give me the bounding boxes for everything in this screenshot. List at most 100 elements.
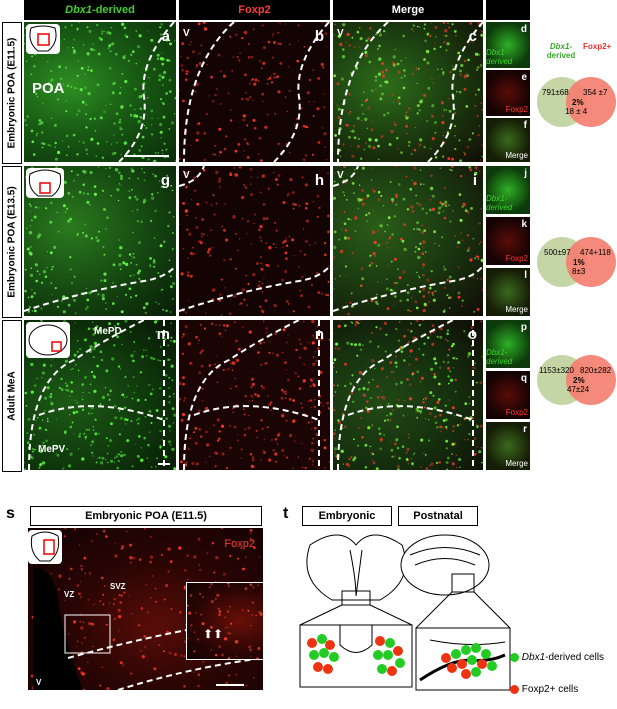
row-label-e135: Embryonic POA (E13.5)	[2, 166, 22, 318]
dbx1-cell	[383, 650, 393, 660]
panel-s-inset: ⬆⬆	[186, 582, 264, 660]
panel-a-dbx1: POA a	[24, 22, 176, 162]
thumb-letter-k: k	[521, 219, 527, 230]
legend-dbx1-text: -derived cells	[545, 652, 605, 663]
dbx1-cell	[471, 643, 481, 653]
panel-b-foxp2: b V	[179, 22, 330, 162]
dbx1-cell	[309, 650, 319, 660]
brain-thumbnail	[26, 168, 64, 198]
thumb-label-q: Foxp2	[505, 408, 528, 417]
thumb-letter-r: r	[523, 424, 527, 435]
ventricle-label: V	[183, 170, 190, 181]
foxp2-cell	[323, 664, 333, 674]
venn-legend-foxp2: Foxp2+	[583, 42, 612, 51]
venn-legend-dbx1: Dbx1-derived	[544, 42, 578, 60]
foxp2-cell	[387, 666, 397, 676]
header-dbx1-italic: Dbx1	[65, 4, 93, 16]
thumb-f: f Merge	[486, 118, 530, 162]
thumb-p: p Dbx1-derived	[486, 320, 530, 368]
thumb-letter-p: p	[520, 322, 527, 333]
label-v: V	[36, 678, 42, 687]
row-label-e135-text: Embryonic POA (E13.5)	[6, 186, 18, 298]
dbx1-cell	[461, 645, 471, 655]
panel-letter-s: s	[6, 505, 15, 522]
venn1-right: 354 ±7	[583, 88, 608, 97]
thumb-label-k: Foxp2	[505, 254, 528, 263]
venn1-overlap: 18 ± 4	[565, 107, 588, 116]
venn3-right: 820±282	[580, 366, 612, 375]
legend-green-dot	[510, 652, 519, 662]
panel-g-dbx1: g	[24, 166, 176, 316]
thumb-label-j: Dbx1-derived	[486, 194, 513, 212]
row-label-e115-text: Embryonic POA (E11.5)	[6, 37, 18, 149]
panel-letter-b: b	[314, 28, 324, 45]
postnatal-cells	[416, 628, 510, 690]
thumb-letter-l: l	[524, 270, 527, 281]
brain-thumbnail	[26, 322, 70, 358]
panel-o-merge: o	[333, 320, 483, 470]
venn2-pct: 1%	[573, 258, 585, 267]
panel-letter-n: n	[314, 326, 324, 343]
embryonic-title: Embryonic	[302, 506, 392, 526]
row-label-adult: Adult MeA	[2, 320, 22, 472]
thumb-label-r: Merge	[505, 459, 528, 468]
panel-s-channel: Foxp2	[224, 538, 255, 550]
foxp2-cell	[477, 659, 487, 669]
thumb-letter-j: j	[524, 168, 527, 179]
panel-c-merge: c V	[333, 22, 483, 162]
row-label-adult-text: Adult MeA	[6, 371, 18, 421]
foxp2-cell	[457, 659, 467, 669]
venn1-pct: 2%	[572, 98, 584, 107]
thumb-letter-f: f	[523, 120, 527, 131]
panel-letter-i: i	[472, 172, 477, 189]
scale-bar	[216, 684, 244, 686]
header-thumbs	[486, 0, 530, 20]
panel-letter-o: o	[467, 326, 477, 343]
dbx1-cell	[319, 648, 329, 658]
panel-letter-t: t	[283, 505, 289, 522]
scale-bar	[158, 463, 170, 465]
arrow-icon: ⬆⬆	[203, 627, 224, 641]
panel-letter-h: h	[314, 172, 324, 189]
embryonic-cells	[300, 625, 412, 687]
panel-letter-c: c	[468, 28, 477, 45]
thumb-label-d: Dbx1-derived	[486, 48, 513, 66]
foxp2-cell	[393, 646, 403, 656]
venn3-left: 1153±320	[539, 366, 574, 375]
dbx1-cell	[329, 652, 339, 662]
venn2-right: 474+118	[580, 248, 611, 257]
venn2-left: 500±97	[544, 248, 571, 257]
header-dbx1-derived: Dbx1-derived	[24, 0, 176, 20]
header-foxp2: Foxp2	[179, 0, 330, 20]
panel-m-dbx1: MePD MePV m	[24, 320, 176, 470]
legend-foxp2: Foxp2+ cells	[510, 684, 578, 695]
panel-letter-m: m	[156, 326, 170, 343]
thumb-l: l Merge	[486, 268, 530, 316]
header-foxp2-text: Foxp2	[238, 4, 271, 16]
thumb-r: r Merge	[486, 422, 530, 470]
venn2-overlap: 8±3	[572, 267, 586, 276]
brain-thumbnail	[28, 530, 62, 564]
legend-dbx1-italic: Dbx1	[521, 652, 546, 663]
region-mepv-label: MePV	[38, 444, 66, 455]
thumb-label-f: Merge	[505, 151, 528, 160]
venn1-left: 791±68	[542, 88, 569, 97]
legend-red-dot	[510, 684, 519, 694]
panel-letter-a: a	[161, 28, 170, 45]
foxp2-cell	[375, 636, 385, 646]
dbx1-cell	[467, 655, 477, 665]
legend-foxp2-text: Foxp2+ cells	[521, 684, 579, 695]
row-label-e115: Embryonic POA (E11.5)	[2, 22, 22, 164]
label-svz: SVZ	[110, 582, 126, 591]
venn3-overlap: 47±24	[567, 385, 590, 394]
dbx1-cell	[373, 650, 383, 660]
thumb-d: d Dbx1-derived	[486, 22, 530, 68]
thumb-label-l: Merge	[505, 305, 528, 314]
dbx1-cell	[487, 661, 497, 671]
label-vz: VZ	[64, 590, 75, 599]
thumb-letter-d: d	[520, 24, 527, 35]
ventricle-label: V	[183, 28, 190, 39]
dbx1-cell	[471, 667, 481, 677]
panel-h-foxp2: h V	[179, 166, 330, 316]
dbx1-cell	[451, 649, 461, 659]
